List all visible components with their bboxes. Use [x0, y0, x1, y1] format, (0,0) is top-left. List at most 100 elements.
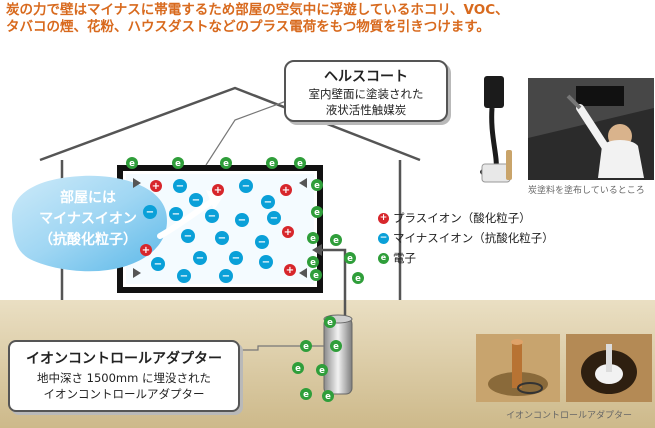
- svg-text:−: −: [258, 237, 266, 248]
- legend-plus-label: プラスイオン（酸化粒子）: [393, 211, 531, 225]
- corner-marker-bl: [133, 268, 141, 278]
- svg-text:−: −: [262, 257, 270, 268]
- adapter-leader: [238, 345, 324, 351]
- minus-ion-particle: −: [215, 231, 229, 245]
- minus-ion-particle: −: [181, 229, 195, 243]
- paint-caption: 炭塗料を塗布しているところ: [528, 186, 645, 196]
- corner-marker-br: [299, 268, 307, 278]
- plus-ion-particle: +: [280, 184, 292, 196]
- electron-particle: e: [322, 390, 334, 402]
- svg-text:+: +: [286, 265, 294, 276]
- adapter-line-1: 地中深さ 1500mm に埋没された: [37, 371, 211, 385]
- svg-text:−: −: [232, 253, 240, 264]
- electron-particle: e: [266, 157, 278, 169]
- wire-arrow: [312, 244, 322, 256]
- svg-text:−: −: [184, 231, 192, 242]
- minus-ion-particle: −: [219, 269, 233, 283]
- minus-ion-icon: −: [378, 232, 389, 244]
- health-coat-line-1: 室内壁面に塗装された: [308, 87, 424, 101]
- svg-text:e: e: [333, 236, 339, 246]
- svg-text:e: e: [313, 271, 319, 281]
- svg-text:e: e: [303, 342, 309, 352]
- electron-particle: e: [172, 157, 184, 169]
- svg-text:e: e: [310, 234, 316, 244]
- legend-row-plus: + プラスイオン（酸化粒子）: [378, 208, 554, 228]
- svg-text:+: +: [284, 227, 292, 238]
- headline-line-1: 炭の力で壁はマイナスに帯電するため部屋の空気中に浮遊しているホコリ、VOC、: [6, 2, 509, 18]
- adapter-callout: イオンコントロールアダプター 地中深さ 1500mm に埋没された イオンコント…: [8, 340, 240, 412]
- svg-text:+: +: [282, 185, 290, 196]
- legend-minus-label: マイナスイオン（抗酸化粒子）: [393, 231, 554, 245]
- house-roof: [39, 86, 421, 162]
- minus-ion-particle: −: [189, 193, 203, 207]
- svg-text:+: +: [214, 185, 222, 196]
- svg-text:+: +: [142, 245, 150, 256]
- electron-particle: e: [300, 340, 312, 352]
- minus-ion-particle: −: [259, 255, 273, 269]
- minus-ion-particle: −: [229, 251, 243, 265]
- minus-ion-particle: −: [235, 213, 249, 227]
- adapter-title: イオンコントロールアダプター: [26, 351, 222, 367]
- legend-row-minus: − マイナスイオン（抗酸化粒子）: [378, 228, 554, 248]
- svg-text:e: e: [347, 254, 353, 264]
- room-ion-line-1: 部屋には: [60, 190, 116, 206]
- adapter-buried-photo: [476, 334, 560, 402]
- electron-particle: e: [294, 157, 306, 169]
- plus-ion-icon: +: [378, 212, 389, 224]
- room-ion-text: 部屋には マイナスイオン （抗酸化粒子）: [18, 188, 158, 251]
- electron-particle: e: [300, 388, 312, 400]
- electron-particle: e: [352, 272, 364, 284]
- legend: + プラスイオン（酸化粒子） − マイナスイオン（抗酸化粒子） e 電子: [378, 208, 554, 268]
- minus-ion-particle: −: [143, 205, 157, 219]
- minus-ion-particle: −: [151, 257, 165, 271]
- adapter-caption: イオンコントロールアダプター: [506, 411, 633, 421]
- plus-ion-particle: +: [212, 184, 224, 196]
- minus-ion-particle: −: [173, 179, 187, 193]
- svg-text:−: −: [238, 215, 246, 226]
- svg-text:−: −: [146, 207, 154, 218]
- electron-particle: e: [311, 206, 323, 218]
- svg-text:e: e: [175, 159, 181, 169]
- plus-ion-particle: +: [282, 226, 294, 238]
- electron-particle: e: [310, 269, 322, 281]
- svg-text:e: e: [295, 364, 301, 374]
- electron-particle: e: [307, 256, 319, 268]
- svg-text:−: −: [172, 209, 180, 220]
- svg-text:−: −: [176, 181, 184, 192]
- health-coat-callout: ヘルスコート 室内壁面に塗装された 液状活性触媒炭: [284, 60, 448, 122]
- svg-text:−: −: [208, 211, 216, 222]
- adapter-hole-photo: [566, 334, 652, 402]
- svg-text:−: −: [242, 181, 250, 192]
- health-coat-line-2: 液状活性触媒炭: [325, 103, 407, 117]
- svg-text:e: e: [314, 208, 320, 218]
- svg-text:e: e: [310, 258, 316, 268]
- bubble-arrow: [157, 197, 217, 239]
- svg-text:−: −: [154, 259, 162, 270]
- room-ion-line-3: （抗酸化粒子）: [39, 232, 137, 248]
- svg-text:e: e: [297, 159, 303, 169]
- plus-ion-particle: +: [284, 264, 296, 276]
- minus-ion-particle: −: [169, 207, 183, 221]
- ion-bubble: [11, 175, 167, 272]
- electron-particle: e: [316, 364, 328, 376]
- svg-text:−: −: [192, 195, 200, 206]
- room-ion-line-2: マイナスイオン: [39, 211, 137, 227]
- svg-text:e: e: [223, 159, 229, 169]
- electron-particle: e: [344, 252, 356, 264]
- electron-particle: e: [330, 340, 342, 352]
- svg-text:−: −: [196, 253, 204, 264]
- corner-marker-tr: [299, 178, 307, 188]
- electron-particle: e: [220, 157, 232, 169]
- legend-row-electron: e 電子: [378, 248, 554, 268]
- svg-text:e: e: [333, 342, 339, 352]
- svg-text:e: e: [325, 392, 331, 402]
- minus-ion-particle: −: [177, 269, 191, 283]
- svg-text:−: −: [270, 213, 278, 224]
- minus-ion-particle: −: [193, 251, 207, 265]
- svg-text:e: e: [355, 274, 361, 284]
- health-coat-leader: [205, 95, 301, 166]
- electron-particle: e: [307, 232, 319, 244]
- svg-text:−: −: [222, 271, 230, 282]
- minus-ion-particle: −: [205, 209, 219, 223]
- svg-text:−: −: [218, 233, 226, 244]
